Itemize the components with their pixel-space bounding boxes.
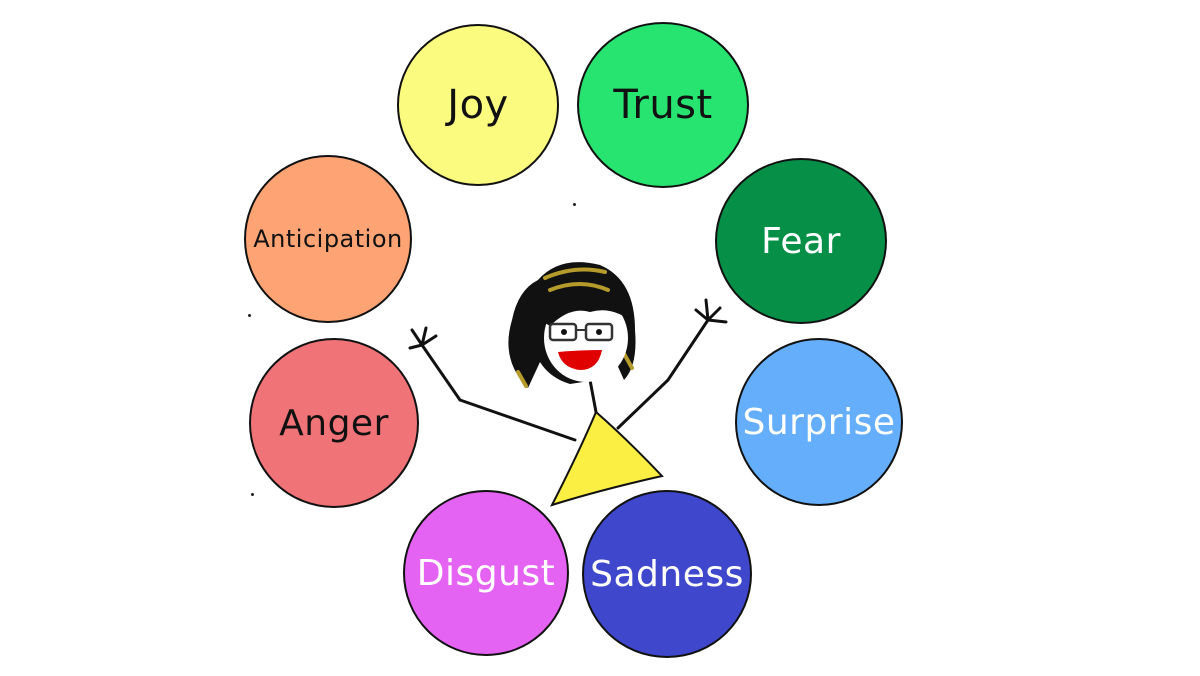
emotion-label-anticipation: Anticipation (253, 225, 403, 253)
decorative-dot (573, 203, 576, 206)
emotion-circle-trust: Trust (577, 22, 749, 188)
stick-figure-eye-right (596, 329, 602, 335)
emotion-circle-fear: Fear (715, 158, 887, 324)
stick-figure-right-hand (694, 298, 728, 324)
emotion-label-fear: Fear (761, 220, 841, 262)
emotion-circle-disgust: Disgust (403, 490, 569, 656)
emotion-label-anger: Anger (279, 402, 389, 444)
stick-figure-glasses-right (584, 322, 614, 342)
emotion-circle-anger: Anger (249, 338, 419, 508)
stick-figure-left-hand (408, 326, 438, 350)
emotion-label-disgust: Disgust (416, 552, 556, 594)
stick-figure-right-arm (616, 318, 710, 430)
stick-figure-left-arm (420, 343, 577, 442)
decorative-dot (251, 493, 254, 496)
stick-figure-mouth (558, 350, 602, 370)
emotion-label-trust: Trust (613, 82, 713, 128)
emotion-circle-sadness: Sadness (582, 490, 752, 658)
stick-figure-hair-highlights (516, 267, 634, 388)
stick-figure-glasses-left (548, 322, 578, 342)
stick-figure-eye-left (561, 329, 567, 335)
stick-figure-bangs (540, 291, 630, 326)
stick-figure-dress (550, 410, 664, 507)
stick-figure-neck (588, 378, 598, 414)
emotion-circle-anticipation: Anticipation (244, 155, 412, 323)
emotion-label-sadness: Sadness (590, 553, 744, 595)
decorative-dot (248, 314, 251, 317)
emotion-circle-surprise: Surprise (735, 338, 903, 506)
stick-figure-illustration (408, 262, 728, 507)
emotion-label-surprise: Surprise (742, 401, 896, 443)
emotion-label-joy: Joy (447, 82, 509, 128)
emotion-circle-joy: Joy (397, 24, 559, 186)
